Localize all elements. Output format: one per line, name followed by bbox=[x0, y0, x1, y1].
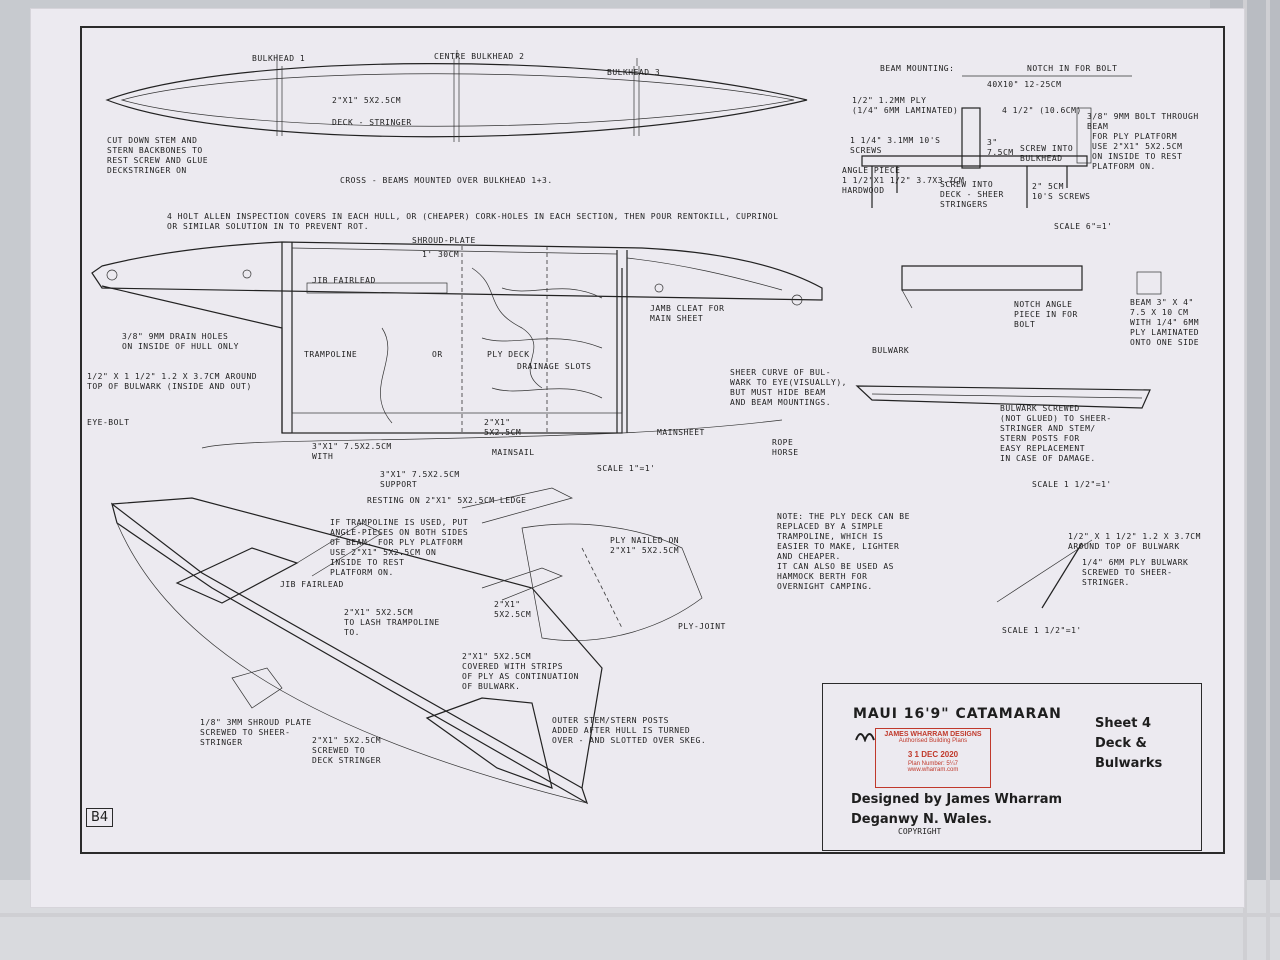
dimension-40x10: 40x10" 12-25cm bbox=[987, 80, 1062, 89]
screws-2-label: 2" 5cm 10's SCREWS bbox=[1032, 182, 1091, 201]
drainage-slots-label: DRAINAGE SLOTS bbox=[517, 362, 592, 371]
ply-deck-label: PLY DECK bbox=[487, 350, 530, 359]
shroud-plate-2-note: 1/8" 3mm SHROUD PLATE SCREWED TO SHEER- … bbox=[200, 718, 312, 747]
drain-holes-note: 3/8" 9mm DRAIN HOLES ON INSIDE OF HULL O… bbox=[122, 332, 239, 351]
screw-bulkhead-label: SCREW INTO BULKHEAD bbox=[1020, 144, 1074, 163]
or-label: OR bbox=[432, 350, 443, 359]
outer-stem-note: OUTER STEM/STERN POSTS ADDED AFTER HULL … bbox=[552, 716, 707, 745]
lash-trampoline-label: 2"x1" 5x2.5cm TO LASH TRAMPOLINE TO. bbox=[344, 608, 440, 637]
beam-mounting-title: BEAM MOUNTING: bbox=[880, 64, 955, 73]
two-by-one-ply-label: 2"x1" 5x2.5cm bbox=[494, 600, 532, 619]
bulwark-top-label: 1/2" x 1 1/2" 1.2 x 3.7cm AROUND TOP OF … bbox=[1068, 532, 1201, 551]
support-label: 3"x1" 7.5x2.5cm SUPPORT bbox=[380, 470, 460, 489]
hull-plan-view bbox=[105, 50, 808, 142]
bolt-through-label: 3/8" 9mm BOLT THROUGH BEAM bbox=[1087, 112, 1199, 131]
around-bulwark-note: 1/2" x 1 1/2" 1.2 x 3.7cm AROUND TOP OF … bbox=[87, 372, 258, 391]
shroud-plate-label: SHROUD-PLATE bbox=[412, 236, 476, 245]
bulwark-screwed-note: BULWARK SCREWED (NOT GLUED) TO SHEER- ST… bbox=[1000, 404, 1112, 463]
deck-note: NOTE: THE PLY DECK CAN BE REPLACED BY A … bbox=[777, 512, 910, 591]
ply-platform-note: FOR PLY PLATFORM USE 2"x1" 5x2.5cm ON IN… bbox=[1092, 132, 1183, 171]
stamp-subtitle: Authorised Building Plans bbox=[898, 738, 968, 744]
jib-fairlead-label: JIB FAIRLEAD bbox=[312, 276, 376, 285]
cross-beams-note: CROSS - BEAMS MOUNTED OVER BULKHEAD 1+3. bbox=[340, 176, 553, 185]
drawing-frame: BULKHEAD 1 CENTRE BULKHEAD 2 BULKHEAD 3 … bbox=[80, 26, 1225, 854]
beam-mounting-detail bbox=[861, 75, 1132, 208]
notch-angle-label: NOTCH ANGLE PIECE IN FOR BOLT bbox=[1014, 300, 1078, 329]
cut-down-note: CUT DOWN STEM AND STERN BACKBONES TO RES… bbox=[107, 136, 209, 175]
bulkhead-1-label: BULKHEAD 1 bbox=[252, 54, 306, 63]
stamp-website: www.wharram.com bbox=[907, 767, 959, 773]
designer-credit: Designed by James Wharram Deganwy N. Wal… bbox=[851, 792, 1063, 827]
stamp-company: JAMES WHARRAM DESIGNS bbox=[884, 731, 982, 738]
plan-id-box: B4 bbox=[86, 808, 114, 827]
hull-side-view bbox=[91, 241, 823, 449]
sheet-number: Sheet 4 Deck & Bulwarks bbox=[1095, 716, 1163, 771]
covered-strips-note: 2"x1" 5x2.5cm COVERED WITH STRIPS OF PLY… bbox=[462, 652, 579, 691]
jamb-cleat-label: JAMB CLEAT FOR MAIN SHEET bbox=[650, 304, 725, 323]
scale-6-label: SCALE 6"=1' bbox=[1054, 222, 1113, 231]
deck-stringer-label: DECK - STRINGER bbox=[332, 118, 412, 127]
screws-1-label: 1 1/4" 3.1mm 10's SCREWS bbox=[850, 136, 941, 155]
stamp-date: 3 1 DEC 2020 bbox=[907, 750, 959, 759]
scale-1half-label: SCALE 1 1/2"=1' bbox=[1032, 480, 1112, 489]
mainsheet-label: MAINSHEET bbox=[657, 428, 705, 437]
scale-1-label: SCALE 1"=1' bbox=[597, 464, 656, 473]
bulkhead-3-label: BULKHEAD 3 bbox=[607, 68, 661, 77]
three-by-one-label: 3"x1" 7.5x2.5cm WITH bbox=[312, 442, 392, 461]
centre-bulkhead-label: CENTRE BULKHEAD 2 bbox=[434, 52, 525, 61]
ply-12mm-label: 1/2" 1.2mm PLY (1/4" 6mm LAMINATED) bbox=[852, 96, 959, 115]
screw-sheer-label: SCREW INTO DECK - SHEER STRINGERS bbox=[940, 180, 1004, 209]
eye-bolt-label: EYE-BOLT bbox=[87, 418, 130, 427]
beam-section-detail bbox=[901, 265, 1162, 309]
plan-title: MAUI 16'9" CATAMARAN bbox=[853, 706, 1062, 722]
bulwark-detail bbox=[855, 385, 1151, 609]
stamp-plan-number: Plan Number: 5¼7 bbox=[907, 761, 959, 767]
trampoline-label: TRAMPOLINE bbox=[304, 350, 358, 359]
angle-piece-label: ANGLE PIECE 1 1/2"x1 1/2" 3.7x3.7cm HARD… bbox=[842, 166, 965, 195]
hull-isometric-view bbox=[110, 487, 703, 805]
two-by-one-mid-label: 2"x1" 5x2.5cm bbox=[484, 418, 522, 437]
resting-ledge-label: RESTING ON 2"x1" 5x2.5cm LEDGE bbox=[367, 496, 527, 505]
wharram-logo-icon bbox=[855, 733, 875, 742]
shroud-dimension: 1' 30cm bbox=[422, 250, 460, 259]
jib-fairlead-2-label: JIB FAIRLEAD bbox=[280, 580, 344, 589]
deck-stringer-size: 2"x1" 5x2.5cm bbox=[332, 96, 402, 105]
dimension-3: 3" 7.5cm bbox=[987, 138, 1014, 157]
ply-bulwark-label: 1/4" 6mm PLY BULWARK SCREWED TO SHEER- S… bbox=[1082, 558, 1189, 587]
if-trampoline-note: IF TRAMPOLINE IS USED, PUT ANGLE-PIECES … bbox=[330, 518, 469, 577]
sheer-curve-note: SHEER CURVE OF BUL- WARK TO EYE(VISUALLY… bbox=[730, 368, 847, 407]
beam-size-label: BEAM 3" x 4" 7.5 x 10 cm WITH 1/4" 6mm P… bbox=[1130, 298, 1200, 347]
plan-sheet: BULKHEAD 1 CENTRE BULKHEAD 2 BULKHEAD 3 … bbox=[30, 8, 1245, 908]
ply-nailed-label: PLY NAILED ON 2"x1" 5x2.5cm bbox=[610, 536, 680, 555]
hull-drawings bbox=[91, 50, 1162, 805]
dimension-4half: 4 1/2" (10.6cm) bbox=[1002, 106, 1082, 115]
authorised-stamp: JAMES WHARRAM DESIGNS Authorised Buildin… bbox=[875, 728, 991, 788]
rope-horse-label: ROPE HORSE bbox=[772, 438, 799, 457]
mainsail-label: MAINSAIL bbox=[492, 448, 535, 457]
bulwark-title: BULWARK bbox=[872, 346, 910, 355]
ply-joint-label: PLY-JOINT bbox=[678, 622, 726, 631]
screwed-deck-note: 2"x1" 5x2.5cm SCREWED TO DECK STRINGER bbox=[312, 736, 382, 765]
scale-1half-2-label: SCALE 1 1/2"=1' bbox=[1002, 626, 1082, 635]
title-block: MAUI 16'9" CATAMARAN Sheet 4 Deck & Bulw… bbox=[822, 683, 1202, 851]
copyright-label: COPYRIGHT bbox=[898, 827, 942, 836]
notch-bolt-label: NOTCH IN FOR BOLT bbox=[1027, 64, 1118, 73]
inspection-note: 4 HOLT ALLEN INSPECTION COVERS IN EACH H… bbox=[167, 212, 779, 231]
